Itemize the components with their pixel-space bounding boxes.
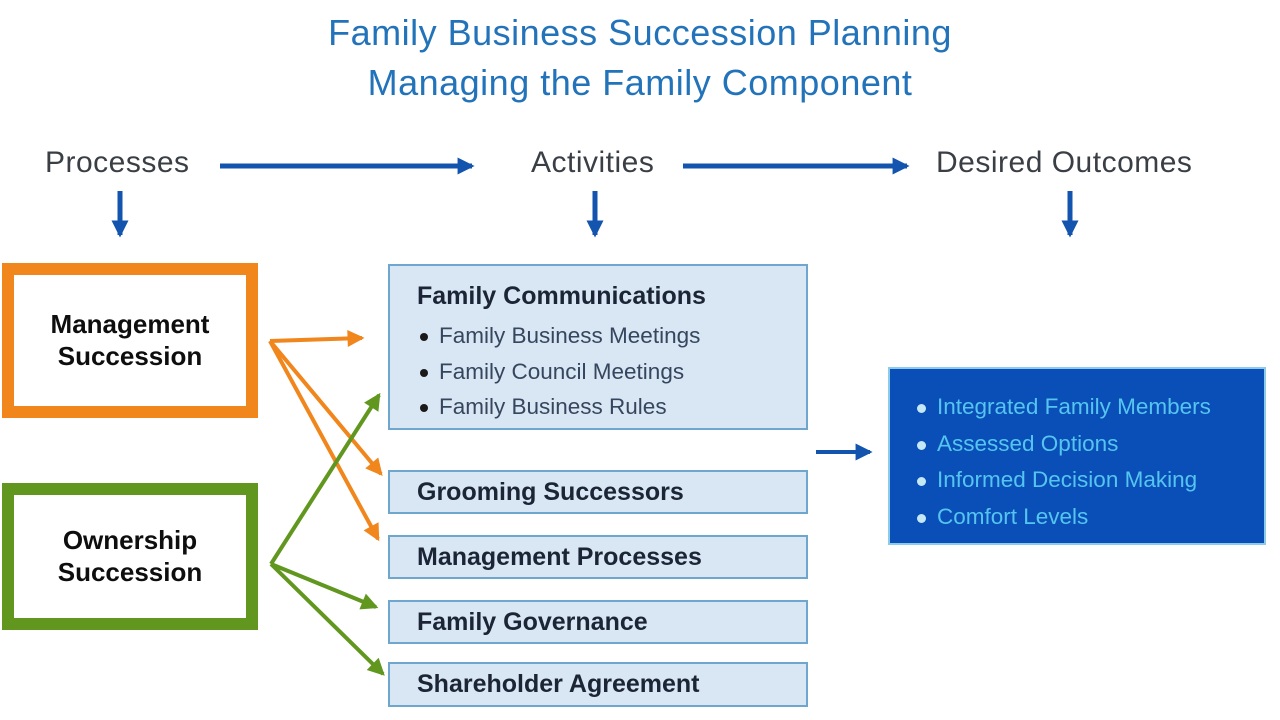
family-communications-bullet-list: Family Business Meetings Family Council …: [390, 318, 806, 425]
management-succession-box: Management Succession: [2, 263, 258, 418]
management-processes-box: Management Processes: [388, 535, 808, 579]
family-governance-box: Family Governance: [388, 600, 808, 644]
arrow-management-to-management-processes: [268, 340, 380, 542]
arrow-ownership-to-family-communications: [269, 392, 381, 566]
arrow-management-to-grooming-successors: [268, 339, 383, 476]
arrow-ownership-to-shareholder-agreement: [269, 562, 385, 676]
ownership-succession-box: Ownership Succession: [2, 483, 258, 630]
outcome-bullet-item: Informed Decision Making: [917, 462, 1264, 499]
management-succession-label-line2: Succession: [57, 340, 203, 371]
fc-bullet-item: Family Council Meetings: [420, 354, 806, 390]
outcomes-bullet-list: Integrated Family Members Assessed Optio…: [890, 389, 1264, 535]
grooming-successors-box: Grooming Successors: [388, 470, 808, 514]
ownership-succession-label-line1: Ownership: [62, 525, 198, 556]
fc-bullet-item: Family Business Rules: [420, 389, 806, 425]
family-communications-title: Family Communications: [417, 282, 706, 310]
arrow-ownership-to-family-governance: [270, 562, 379, 610]
outcome-bullet-item: Assessed Options: [917, 426, 1264, 463]
desired-outcomes-box: Integrated Family Members Assessed Optio…: [888, 367, 1266, 545]
outcome-bullet-item: Integrated Family Members: [917, 389, 1264, 426]
ownership-succession-label-line2: Succession: [57, 556, 203, 587]
page-title-line1: Family Business Succession Planning: [328, 12, 952, 53]
page-title-line2: Managing the Family Component: [367, 62, 913, 103]
outcome-bullet-item: Comfort Levels: [917, 499, 1264, 536]
header-desired-outcomes: Desired Outcomes: [936, 146, 1193, 179]
family-communications-box: Family Communications Family Business Me…: [388, 264, 808, 430]
fc-bullet-item: Family Business Meetings: [420, 318, 806, 354]
header-processes: Processes: [45, 146, 190, 179]
shareholder-agreement-box: Shareholder Agreement: [388, 662, 808, 707]
management-succession-label-line1: Management: [50, 309, 210, 340]
header-activities: Activities: [531, 146, 655, 179]
arrow-management-to-family-communications: [269, 329, 365, 347]
